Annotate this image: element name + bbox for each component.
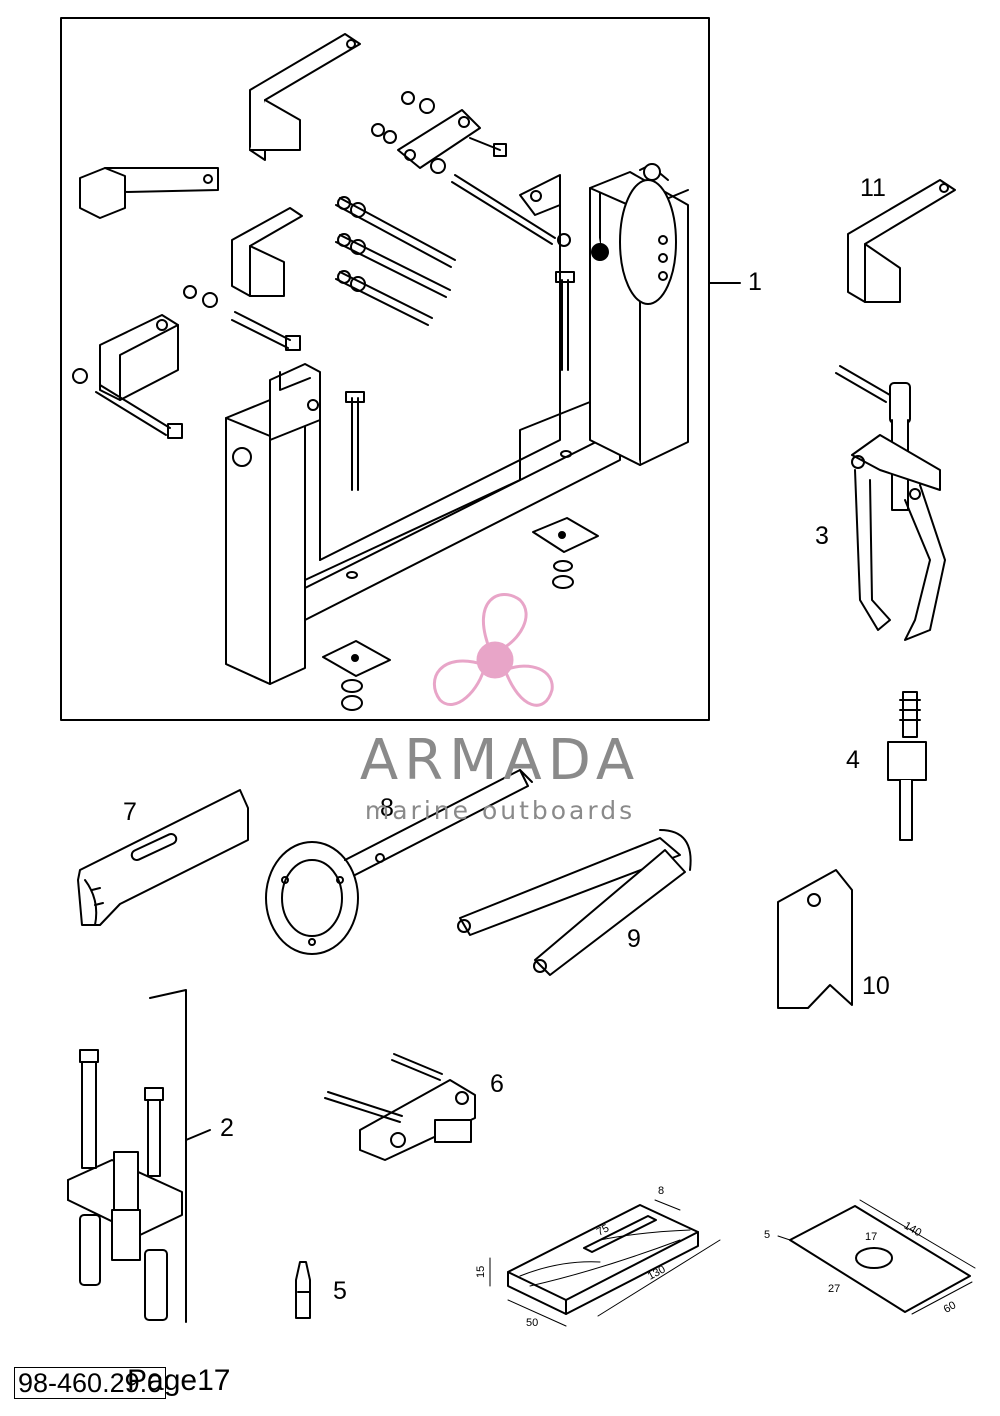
gauge-10: [777, 869, 853, 1009]
dim-plate-offset: 27: [828, 1283, 840, 1295]
item-1-frame-box: [60, 17, 710, 721]
callout-10: 10: [862, 972, 890, 1000]
callout-5: 5: [333, 1277, 347, 1305]
flywheel-holder-8: [265, 769, 533, 955]
dim-slot-length: 75: [595, 1222, 611, 1238]
watermark-subtitle: marine outboards: [364, 796, 636, 825]
callout-9: 9: [627, 925, 641, 953]
dim-plate-edge: 5: [764, 1229, 770, 1241]
dim-slot-width: 8: [658, 1185, 664, 1197]
page-label: Page17: [127, 1364, 231, 1397]
bracket-11: [847, 179, 956, 303]
armada-logo-icon: [432, 593, 554, 707]
pin-spanner-9: [457, 829, 692, 976]
frame-bolts: [72, 91, 571, 439]
watermark-brand: ARMADA: [359, 728, 641, 793]
dim-thickness: 15: [475, 1266, 487, 1278]
dim-length: 130: [646, 1263, 668, 1282]
sealant-5: [295, 1261, 311, 1319]
callout-3: 3: [815, 522, 829, 550]
callout-11: 11: [860, 174, 886, 202]
engine-stand-frame: [225, 163, 689, 711]
spanner-7: [77, 789, 249, 926]
dim-width: 50: [526, 1317, 538, 1329]
doc-number: 98-460.29.0: [14, 1367, 167, 1399]
dim-plate-width: 60: [942, 1299, 959, 1316]
callout-8: 8: [380, 794, 394, 822]
spacer-plate: [777, 1199, 976, 1315]
puller-plate-2: [67, 989, 211, 1323]
callout-2: 2: [220, 1114, 234, 1142]
slide-hammer-4: [887, 691, 927, 841]
frame-brackets: [79, 33, 481, 401]
callout-7: 7: [123, 798, 137, 826]
callout-4: 4: [846, 746, 860, 774]
dim-plate-hole: 17: [865, 1231, 877, 1243]
callout-1: 1: [748, 268, 762, 296]
puller-3: [835, 365, 946, 641]
wood-block: [489, 1199, 721, 1327]
callout-6: 6: [490, 1070, 504, 1098]
puller-bar-6: [324, 1053, 476, 1161]
